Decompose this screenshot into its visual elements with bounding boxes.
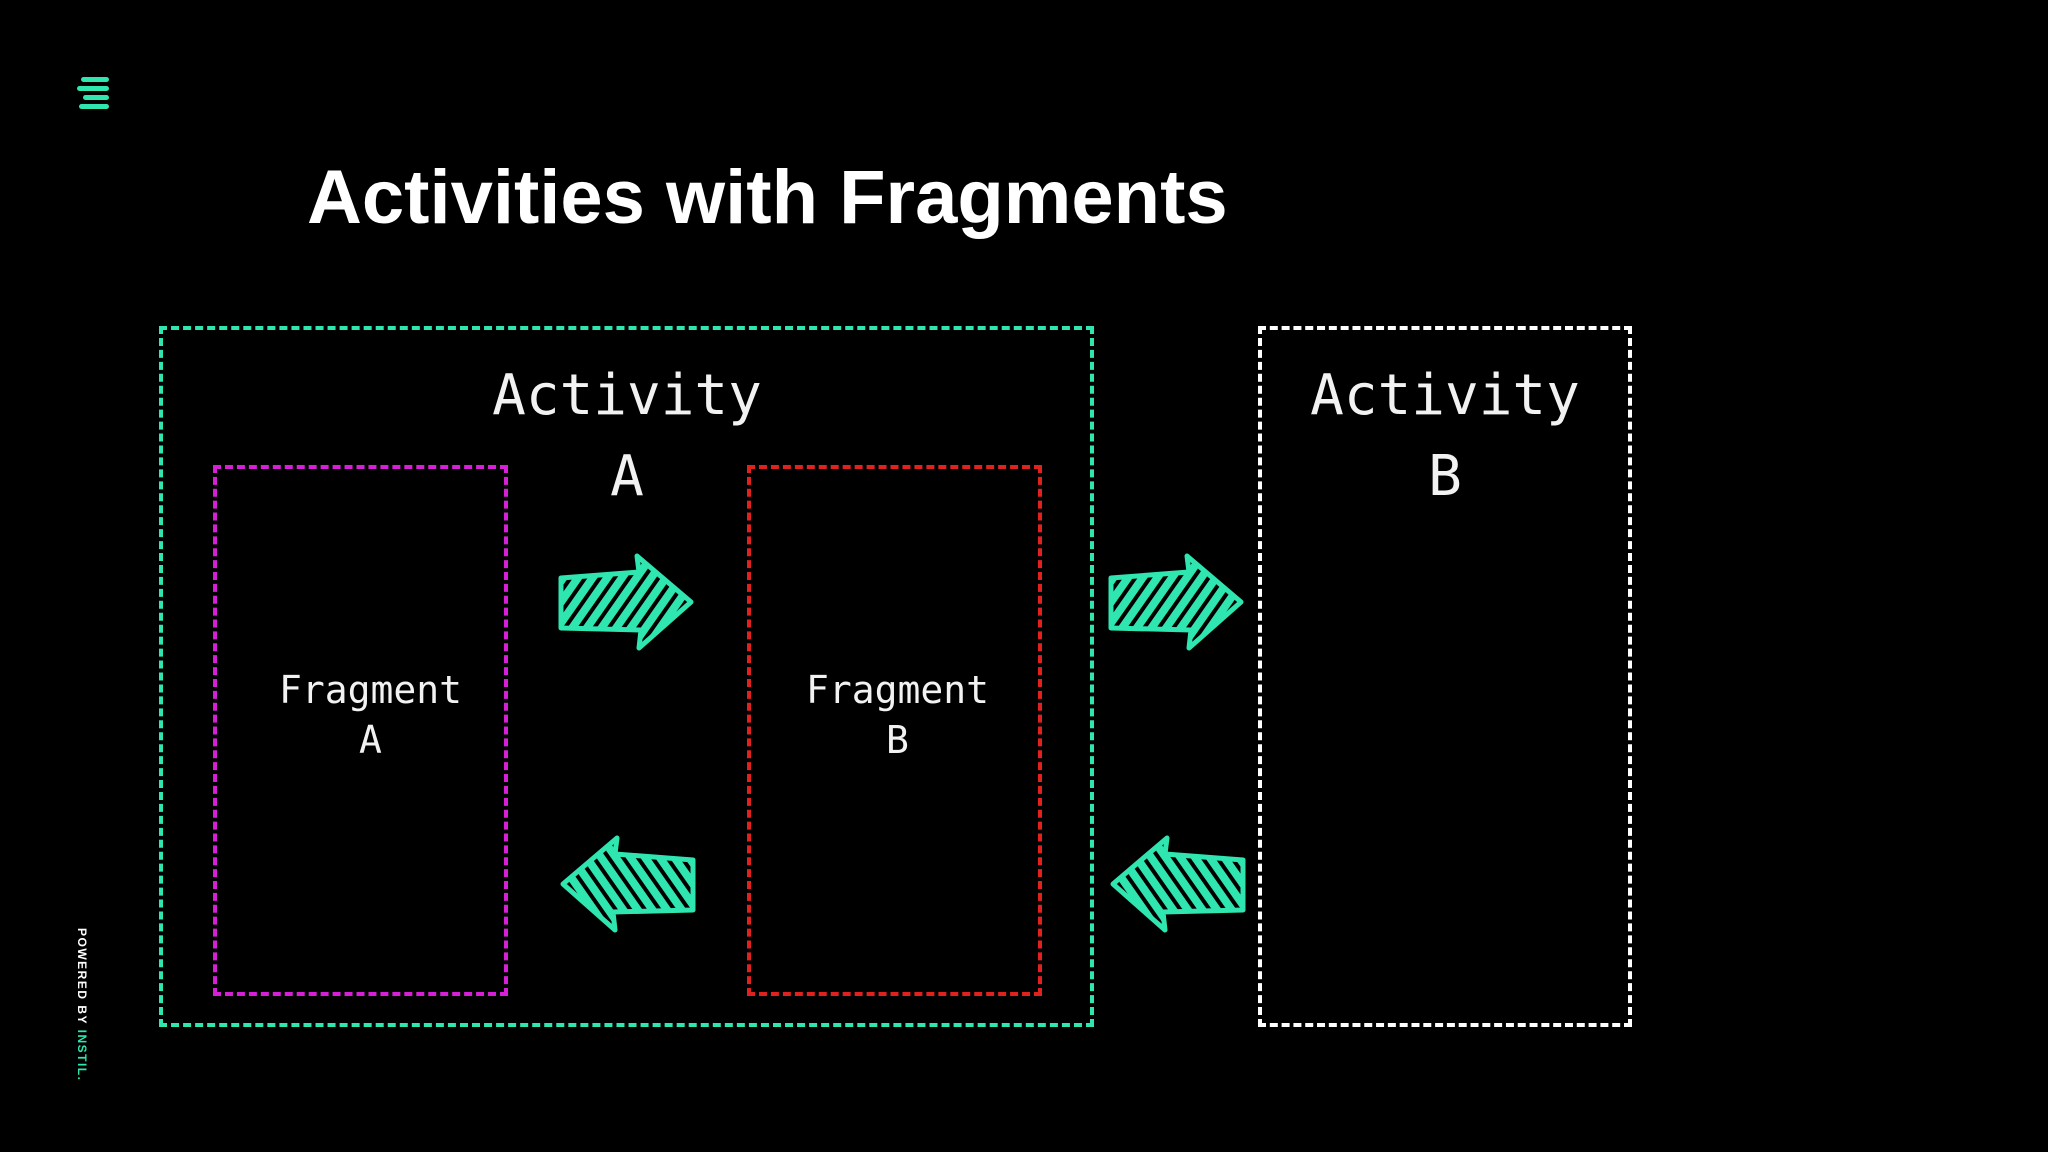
instil-lines-icon xyxy=(77,77,109,109)
hatched-arrow-right-icon xyxy=(1107,552,1247,652)
fragment-b-label-line2: B xyxy=(886,718,909,762)
activity-b-box xyxy=(1258,326,1632,1027)
hatched-arrow-left-icon xyxy=(557,834,697,934)
activity-a-label: Activity A xyxy=(440,355,814,517)
fragment-b-label-line1: Fragment xyxy=(805,668,990,712)
activity-b-label-line2: B xyxy=(1428,444,1462,509)
activity-a-label-line2: A xyxy=(610,444,644,509)
hatched-arrow-left-icon xyxy=(1107,834,1247,934)
activity-b-label-line1: Activity xyxy=(1310,363,1580,428)
fragment-b-label: Fragment B xyxy=(750,665,1045,765)
fragment-a-label-line1: Fragment xyxy=(278,668,463,712)
activity-a-label-line1: Activity xyxy=(492,363,762,428)
brand-name: INSTIL. xyxy=(75,1029,89,1082)
hatched-arrow-right-icon xyxy=(557,552,697,652)
fragment-a-label-line2: A xyxy=(359,718,382,762)
fragment-a-label: Fragment A xyxy=(223,665,518,765)
fragment-a-box xyxy=(213,465,508,996)
powered-by-text: POWERED BY xyxy=(75,928,89,1030)
fragment-b-box xyxy=(747,465,1042,996)
slide-title: Activities with Fragments xyxy=(307,155,1228,240)
powered-by-footer: POWERED BY INSTIL. xyxy=(75,928,89,1081)
activity-b-label: Activity B xyxy=(1258,355,1632,517)
activity-a-box xyxy=(159,326,1094,1027)
